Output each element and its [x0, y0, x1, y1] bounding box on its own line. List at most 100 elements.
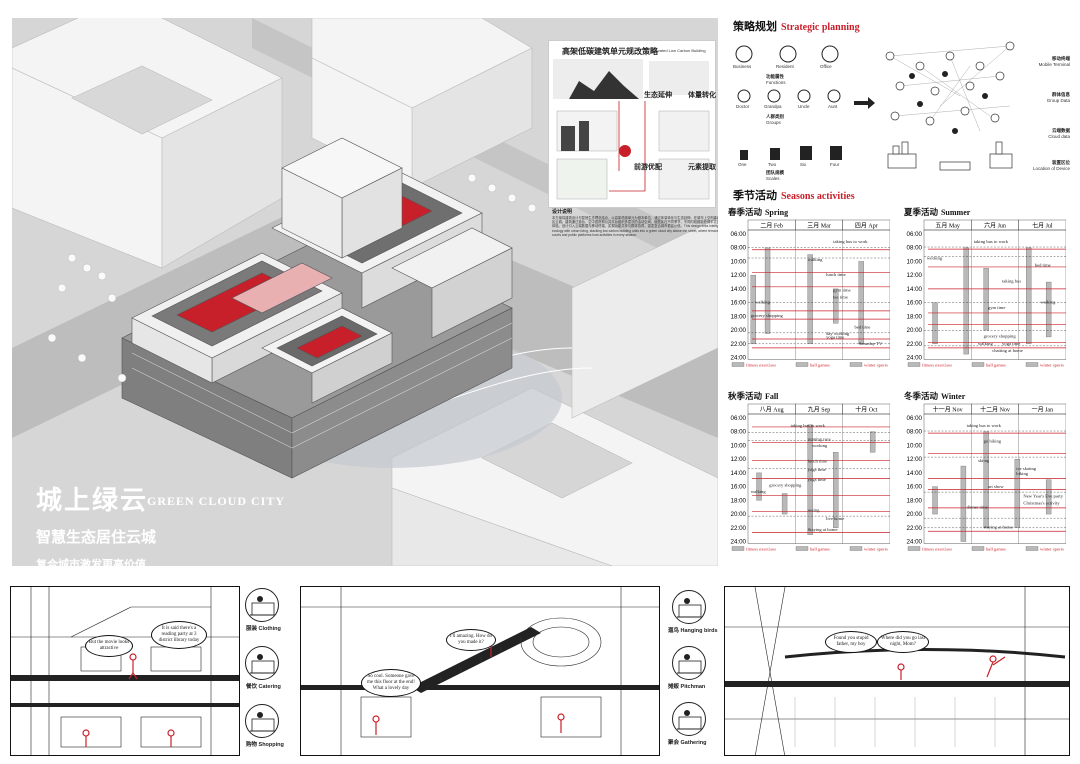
- time-tick-label: 10:00: [731, 258, 747, 265]
- activity-label: taking bus to work: [974, 239, 1009, 244]
- strategy-legend-item: 装置区位 Location of Device: [1028, 160, 1070, 171]
- scale-label: Four: [830, 162, 840, 167]
- page-subtitle: 智慧生态居住云城: [36, 528, 157, 546]
- functions-label-cn: 功能属性: [766, 74, 784, 79]
- speech-bubble: Where did you go last night, Mom?: [877, 631, 929, 653]
- month-label: 十二月 Nov: [980, 406, 1010, 414]
- scale-label: Two: [768, 162, 777, 167]
- legend-swatch: [849, 362, 863, 367]
- group-label: Uncle: [798, 104, 810, 109]
- time-tick-label: 06:00: [907, 415, 923, 422]
- activity-label: running race: [808, 437, 831, 442]
- function-label: Business: [733, 64, 752, 69]
- activity-label: seeing: [808, 507, 820, 512]
- time-tick-label: 14:00: [731, 470, 747, 477]
- season-panel-title: 秋季活动 Fall: [728, 390, 778, 402]
- activity-label: gym time: [833, 288, 850, 293]
- month-label: 四月 Apr: [855, 223, 878, 230]
- section-perspective-3: Found you stupid father, my boy Where di…: [724, 586, 1070, 756]
- legend-en: Mobile Terminal: [1038, 62, 1070, 67]
- speech-bubble: I'll amazing. How do you made it?: [446, 629, 496, 651]
- activity-label: Staying at home: [808, 527, 838, 532]
- activity-label: dinner time: [967, 505, 988, 510]
- inset-strategy-diagram: [548, 40, 716, 208]
- time-tick-label: 14:00: [731, 286, 747, 293]
- time-tick-label: 10:00: [731, 442, 747, 449]
- activity-label: taking bus to work: [833, 239, 868, 244]
- activity-label: grocery shopping: [769, 483, 802, 488]
- time-tick-label: 22:00: [907, 341, 923, 348]
- activity-bar: [1014, 459, 1021, 528]
- activity-label: bed time: [1035, 262, 1051, 267]
- season-title-en: Winter: [940, 392, 966, 401]
- season-title-en: Summer: [940, 208, 971, 217]
- activity-bar: [932, 302, 938, 344]
- function-label: Resident: [776, 64, 794, 69]
- season-title-cn: 春季活动: [728, 208, 763, 218]
- legend-label: ball games: [810, 363, 830, 368]
- activity-label: art show: [988, 484, 1004, 489]
- activity-label: lunch time: [808, 459, 828, 464]
- icon-caption: 聚会 Gathering: [668, 740, 707, 746]
- legend-label: ball games: [810, 547, 830, 552]
- legend-swatch: [1025, 362, 1039, 367]
- legend-swatch: [971, 362, 985, 367]
- page-title: 城上绿云: [36, 486, 149, 516]
- activity-bar: [833, 288, 839, 324]
- activity-label: go hiking: [984, 439, 1002, 444]
- time-tick-label: 06:00: [731, 415, 747, 422]
- groups-label-cn: 人群类别: [766, 114, 784, 119]
- activity-label: New Year's Eve party: [1023, 494, 1063, 499]
- stall-icon: [672, 646, 706, 680]
- time-tick-label: 12:00: [731, 272, 747, 279]
- legend-label: fitness exercises: [746, 547, 776, 552]
- time-tick-label: 18:00: [731, 497, 747, 504]
- time-tick-label: 14:00: [907, 286, 923, 293]
- shopping-icon: [245, 704, 279, 738]
- time-tick-label: 18:00: [731, 313, 747, 320]
- hero-axonometric: 高架低碳建筑单元规改策略 Elevated Low Carbon Buildin…: [12, 18, 718, 566]
- legend-swatch: [795, 546, 809, 551]
- time-tick-label: 20:00: [731, 327, 747, 334]
- scales-label-en: Scales: [766, 176, 780, 181]
- season-title-cn: 冬季活动: [904, 392, 939, 402]
- time-tick-label: 22:00: [731, 525, 747, 532]
- function-label: Office: [820, 64, 832, 69]
- speech-bubble: Found you stupid father, my boy: [825, 631, 877, 653]
- activity-label: grocery shopping: [984, 334, 1017, 339]
- activity-label: tea time: [833, 295, 848, 300]
- month-label: 二月 Feb: [760, 223, 783, 230]
- activity-label: working: [927, 255, 943, 260]
- activity-label: walking: [755, 299, 771, 304]
- activity-bar: [1045, 479, 1052, 515]
- activity-label: lunch time: [826, 272, 846, 277]
- time-tick-label: 06:00: [731, 231, 747, 238]
- speech-bubble: So cool. Someone gave me this floor at t…: [361, 669, 421, 697]
- section-perspective-2: I'll amazing. How do you made it? So coo…: [300, 586, 660, 756]
- inset-label: 元素提取: [688, 164, 716, 171]
- legend-swatch: [849, 546, 863, 551]
- group-label: Aunt: [828, 104, 838, 109]
- month-label: 八月 Aug: [760, 407, 784, 414]
- birdcage-icon: [672, 590, 706, 624]
- strategy-heading-cn: 策略规划: [733, 20, 777, 33]
- time-tick-label: 18:00: [907, 313, 923, 320]
- time-tick-label: 20:00: [907, 511, 923, 518]
- legend-swatch: [907, 546, 921, 551]
- description-heading: 设计说明: [552, 209, 573, 215]
- month-label: 一月 Jan: [1032, 407, 1054, 414]
- time-tick-label: 10:00: [907, 442, 923, 449]
- time-tick-label: 16:00: [907, 484, 923, 491]
- section-perspective-1: But the movie looks attractive It is sai…: [10, 586, 240, 756]
- gathering-icon: [672, 702, 706, 736]
- time-tick-label: 06:00: [907, 231, 923, 238]
- seasons-heading-en: Seasons activities: [781, 191, 855, 202]
- time-tick-label: 08:00: [731, 245, 747, 252]
- time-tick-label: 14:00: [907, 470, 923, 477]
- activity-label: gym time: [988, 305, 1005, 310]
